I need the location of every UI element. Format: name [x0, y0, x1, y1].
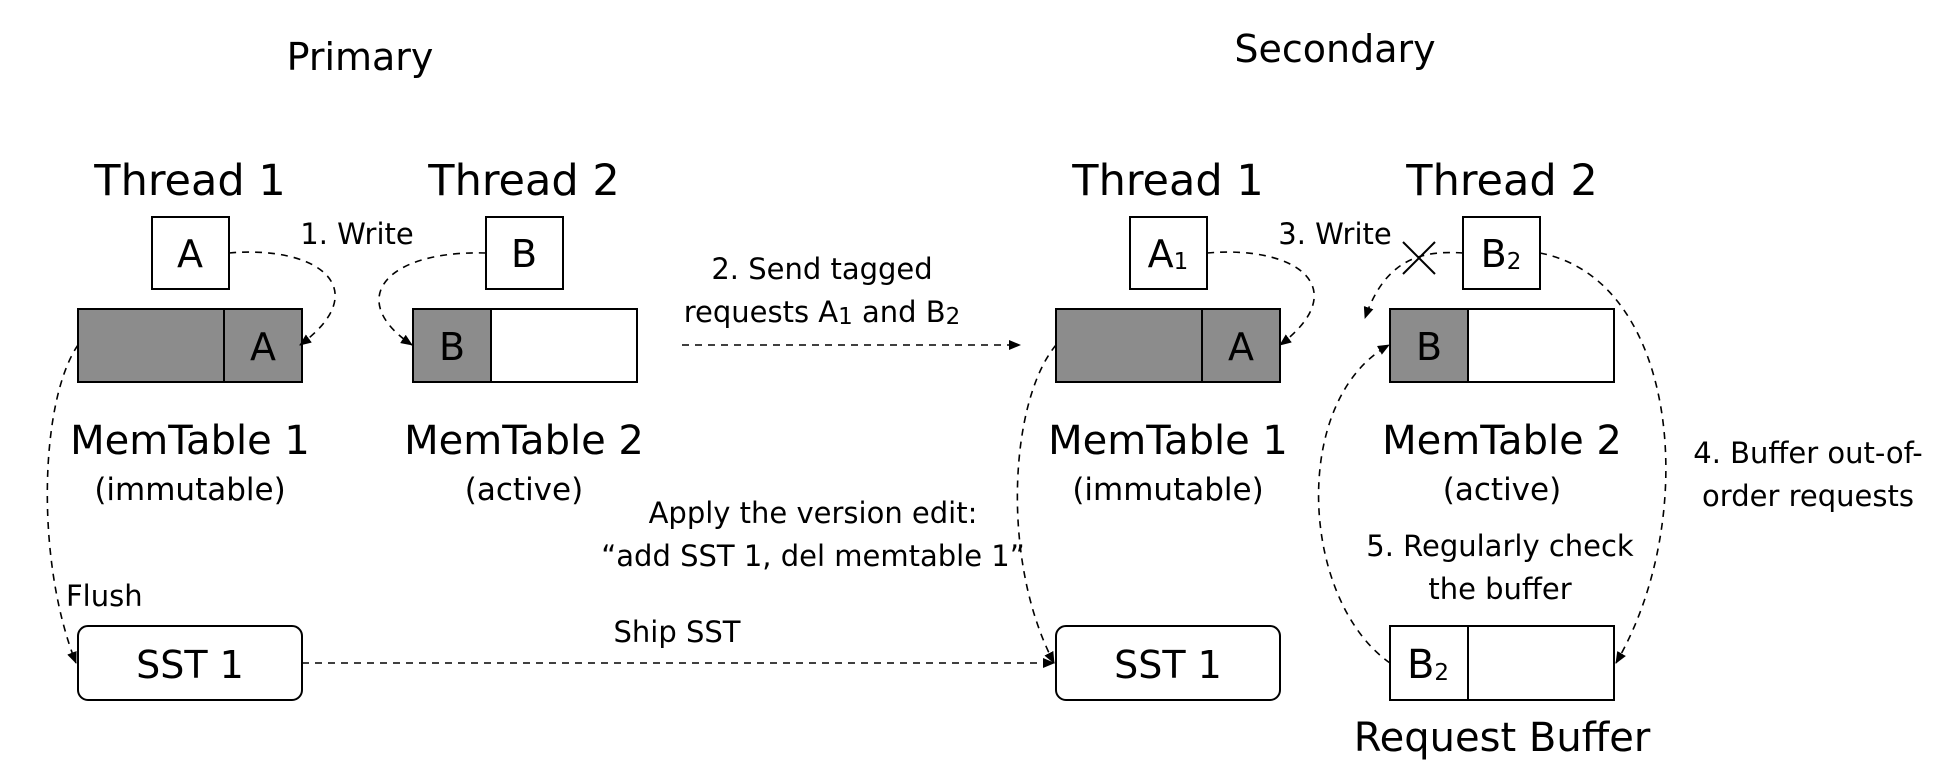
primary-memtable1-filled — [77, 308, 225, 383]
primary-write-a-arrow — [228, 251, 336, 346]
primary-section: Primary Thread 1 A Thread 2 B 1. Write A… — [46, 35, 644, 701]
primary-memtable1-name: MemTable 1 — [70, 418, 310, 464]
primary-memtable2-cell-label: B — [439, 325, 465, 369]
secondary-thread2-label: Thread 2 — [1405, 156, 1597, 206]
send-sub-1: 1 — [838, 304, 853, 330]
secondary-request-b-letter: B — [1481, 232, 1507, 276]
primary-memtable2-empty — [490, 308, 638, 383]
secondary-memtable2-state: (active) — [1443, 472, 1561, 508]
secondary-memtable1-name: MemTable 1 — [1048, 418, 1288, 464]
secondary-request-b2-label: B2 — [1481, 232, 1522, 276]
check-label-line1: 5. Regularly check — [1366, 529, 1634, 563]
primary-sst-label: SST 1 — [136, 643, 244, 687]
apply-label-line2: “add SST 1, del memtable 1” — [601, 539, 1024, 573]
primary-flush-label: Flush — [66, 579, 143, 613]
primary-write-b-arrow — [378, 252, 487, 346]
secondary-memtable1-filled — [1055, 308, 1203, 383]
secondary-write-label: 3. Write — [1278, 217, 1391, 251]
secondary-thread1-label: Thread 1 — [1071, 156, 1263, 206]
secondary-memtable1-cell-label: A — [1228, 325, 1254, 369]
request-buffer-cell-letter: B — [1407, 642, 1434, 688]
primary-title: Primary — [287, 35, 434, 79]
write-rejected-cross-icon — [1402, 241, 1436, 275]
secondary-sst-box — [1055, 625, 1281, 701]
secondary-sst-label: SST 1 — [1114, 643, 1222, 687]
secondary-memtable2-cell-label: B — [1416, 325, 1442, 369]
send-label-line1: 2. Send tagged — [711, 252, 932, 286]
secondary-memtable1-cell-a — [1201, 308, 1281, 383]
primary-flush-arrow — [46, 344, 79, 664]
send-sub-2: 2 — [946, 304, 961, 330]
primary-request-a-box — [151, 216, 230, 290]
primary-thread2-label: Thread 2 — [427, 156, 619, 206]
check-label-line2: the buffer — [1428, 572, 1571, 606]
primary-memtable1-cell-label: A — [250, 325, 276, 369]
send-label-line2: requests A1 and B2 — [684, 295, 961, 330]
request-buffer-cell-sub: 2 — [1434, 660, 1449, 686]
primary-thread1-label: Thread 1 — [93, 156, 285, 206]
secondary-memtable2-name: MemTable 2 — [1382, 418, 1622, 464]
apply-version-edit-arrow — [1016, 344, 1057, 664]
secondary-title: Secondary — [1234, 27, 1435, 71]
secondary-request-b-sub: 2 — [1507, 249, 1522, 275]
request-buffer-cell-label: B2 — [1407, 642, 1449, 688]
ship-sst-label: Ship SST — [613, 615, 740, 649]
secondary-memtable1-state: (immutable) — [1072, 472, 1263, 508]
secondary-section: Secondary Thread 1 A1 Thread 2 B2 3. Wri… — [1016, 27, 1923, 761]
primary-request-b-label: B — [511, 232, 537, 276]
secondary-memtable2-cell-b — [1389, 308, 1469, 383]
buffer-label-line2: order requests — [1702, 479, 1914, 513]
primary-request-b-box — [485, 216, 564, 290]
secondary-write-a-arrow — [1206, 251, 1315, 346]
primary-request-a-label: A — [177, 232, 203, 276]
buffer-out-of-order-arrow — [1539, 252, 1667, 664]
buffer-label-line1: 4. Buffer out-of- — [1693, 436, 1922, 470]
primary-memtable1-state: (immutable) — [94, 472, 285, 508]
send-text-mid: and B — [853, 295, 946, 329]
send-text-pre: requests A — [684, 295, 839, 329]
secondary-request-a-letter: A — [1148, 232, 1174, 276]
primary-write-label: 1. Write — [300, 217, 413, 251]
secondary-write-b-rejected-arrow — [1363, 251, 1464, 319]
secondary-request-a1-label: A1 — [1148, 232, 1189, 276]
secondary-memtable2-empty — [1467, 308, 1615, 383]
primary-memtable2-name: MemTable 2 — [404, 418, 644, 464]
request-buffer-name: Request Buffer — [1354, 715, 1651, 761]
apply-label-line1: Apply the version edit: — [649, 496, 978, 530]
secondary-request-a-sub: 1 — [1174, 249, 1189, 275]
primary-memtable2-state: (active) — [465, 472, 583, 508]
request-buffer-empty — [1467, 625, 1615, 701]
transfer-section: 2. Send tagged requests A1 and B2 Apply … — [302, 252, 1055, 668]
primary-memtable1-cell-a — [223, 308, 303, 383]
check-buffer-arrow — [1317, 344, 1391, 664]
